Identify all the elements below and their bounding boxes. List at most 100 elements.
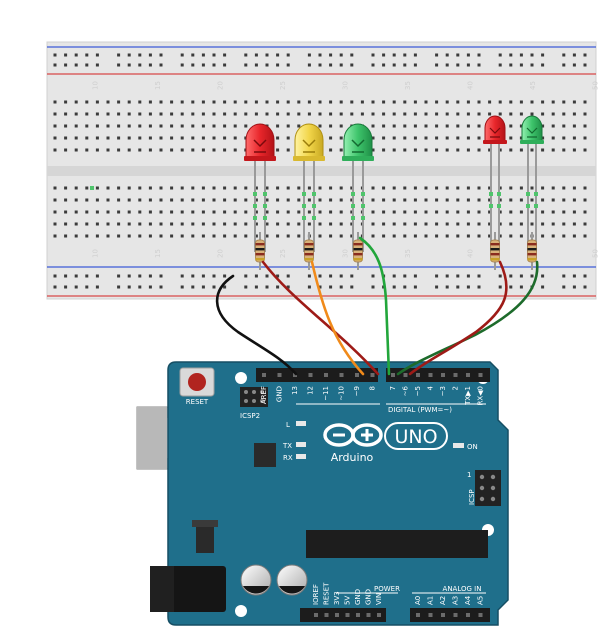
breadboard-hole xyxy=(509,210,513,214)
breadboard-hole xyxy=(53,112,57,116)
breadboard-hole xyxy=(53,136,57,140)
led-red-1 xyxy=(244,123,276,161)
resistor xyxy=(255,232,265,270)
breadboard-hole xyxy=(127,210,131,214)
capacitor-1 xyxy=(240,564,272,596)
digital-pin-label: 8 xyxy=(369,386,377,390)
breadboard-hole xyxy=(392,210,396,214)
breadboard-hole xyxy=(191,274,195,278)
breadboard-hole xyxy=(148,210,152,214)
breadboard-hole xyxy=(170,234,174,238)
breadboard-hole xyxy=(360,112,364,116)
breadboard-hole xyxy=(74,285,78,289)
breadboard-hole xyxy=(85,210,89,214)
breadboard-hole xyxy=(456,222,460,226)
breadboard-hole xyxy=(572,222,576,226)
breadboard-hole xyxy=(74,63,78,67)
analog-pin xyxy=(441,613,445,617)
breadboard-hole xyxy=(456,285,460,289)
breadboard-hole xyxy=(138,198,142,202)
led-red-2 xyxy=(483,115,507,144)
breadboard-hole xyxy=(477,234,481,238)
breadboard-hole xyxy=(53,198,57,202)
breadboard-hole xyxy=(445,136,449,140)
breadboard-hole xyxy=(74,112,78,116)
breadboard-hole xyxy=(583,234,587,238)
breadboard-hole xyxy=(117,112,121,116)
breadboard-hole xyxy=(117,148,121,152)
breadboard-hole xyxy=(74,274,78,278)
digital-pin-label: 12 xyxy=(307,386,315,395)
breadboard-hole xyxy=(466,124,470,128)
breadboard-hole xyxy=(583,53,587,57)
breadboard-hole xyxy=(424,148,428,152)
breadboard-hole xyxy=(541,222,545,226)
breadboard-hole xyxy=(583,210,587,214)
breadboard-hole xyxy=(201,186,205,190)
breadboard-hole xyxy=(350,63,354,67)
breadboard-hole xyxy=(223,222,227,226)
reset-button-cap[interactable] xyxy=(188,373,206,391)
analog-header xyxy=(410,608,490,622)
power-jack-front xyxy=(150,566,174,612)
digital-pin xyxy=(391,373,395,377)
breadboard-hole xyxy=(403,222,407,226)
column-number-top: 20 xyxy=(216,81,224,90)
breadboard-hole xyxy=(64,285,68,289)
breadboard-hole xyxy=(95,124,99,128)
breadboard-hole xyxy=(371,136,375,140)
breadboard-hole xyxy=(572,210,576,214)
breadboard-hole xyxy=(583,124,587,128)
breadboard-hole xyxy=(413,285,417,289)
breadboard-hole xyxy=(519,210,523,214)
breadboard-hole xyxy=(339,222,343,226)
breadboard-hole xyxy=(117,186,121,190)
breadboard-hole xyxy=(329,274,333,278)
breadboard-hole xyxy=(53,53,57,57)
breadboard-hole xyxy=(265,210,269,214)
atmega-chip xyxy=(306,530,488,558)
breadboard-hole xyxy=(477,210,481,214)
breadboard-hole xyxy=(286,234,290,238)
breadboard-hole xyxy=(392,112,396,116)
breadboard-hole xyxy=(212,53,216,57)
breadboard-hole xyxy=(180,124,184,128)
breadboard-hole xyxy=(509,100,513,104)
breadboard-hole xyxy=(371,222,375,226)
breadboard-hole xyxy=(85,285,89,289)
breadboard-hole xyxy=(254,112,258,116)
analog-pin xyxy=(416,613,420,617)
breadboard-hole xyxy=(276,210,280,214)
breadboard-hole xyxy=(223,124,227,128)
digital-pin xyxy=(262,373,266,377)
breadboard-hole xyxy=(562,198,566,202)
digital-pin-label: 2 xyxy=(452,386,460,390)
breadboard-hole xyxy=(286,274,290,278)
breadboard-hole xyxy=(403,100,407,104)
breadboard-hole xyxy=(117,285,121,289)
breadboard-hole xyxy=(530,198,534,202)
breadboard-hole xyxy=(403,186,407,190)
power-pin xyxy=(366,613,371,617)
breadboard-hole xyxy=(148,100,152,104)
breadboard-hole xyxy=(127,63,131,67)
breadboard-hole xyxy=(456,63,460,67)
breadboard-hole xyxy=(509,234,513,238)
breadboard-hole xyxy=(424,186,428,190)
breadboard-hole xyxy=(159,124,163,128)
breadboard-hole xyxy=(456,274,460,278)
breadboard-hole xyxy=(339,112,343,116)
breadboard-hole xyxy=(127,148,131,152)
breadboard-hole xyxy=(53,124,57,128)
breadboard-hole xyxy=(413,234,417,238)
breadboard-hole xyxy=(180,222,184,226)
capacitor-2 xyxy=(276,564,308,596)
breadboard-hole xyxy=(64,198,68,202)
digital-pin xyxy=(466,373,470,377)
breadboard-hole xyxy=(223,136,227,140)
digital-header-left xyxy=(256,368,378,382)
arduino-logo xyxy=(323,423,383,447)
breadboard-hole xyxy=(424,112,428,116)
power-pin xyxy=(335,613,339,617)
wire-green-pin7 xyxy=(358,236,391,376)
